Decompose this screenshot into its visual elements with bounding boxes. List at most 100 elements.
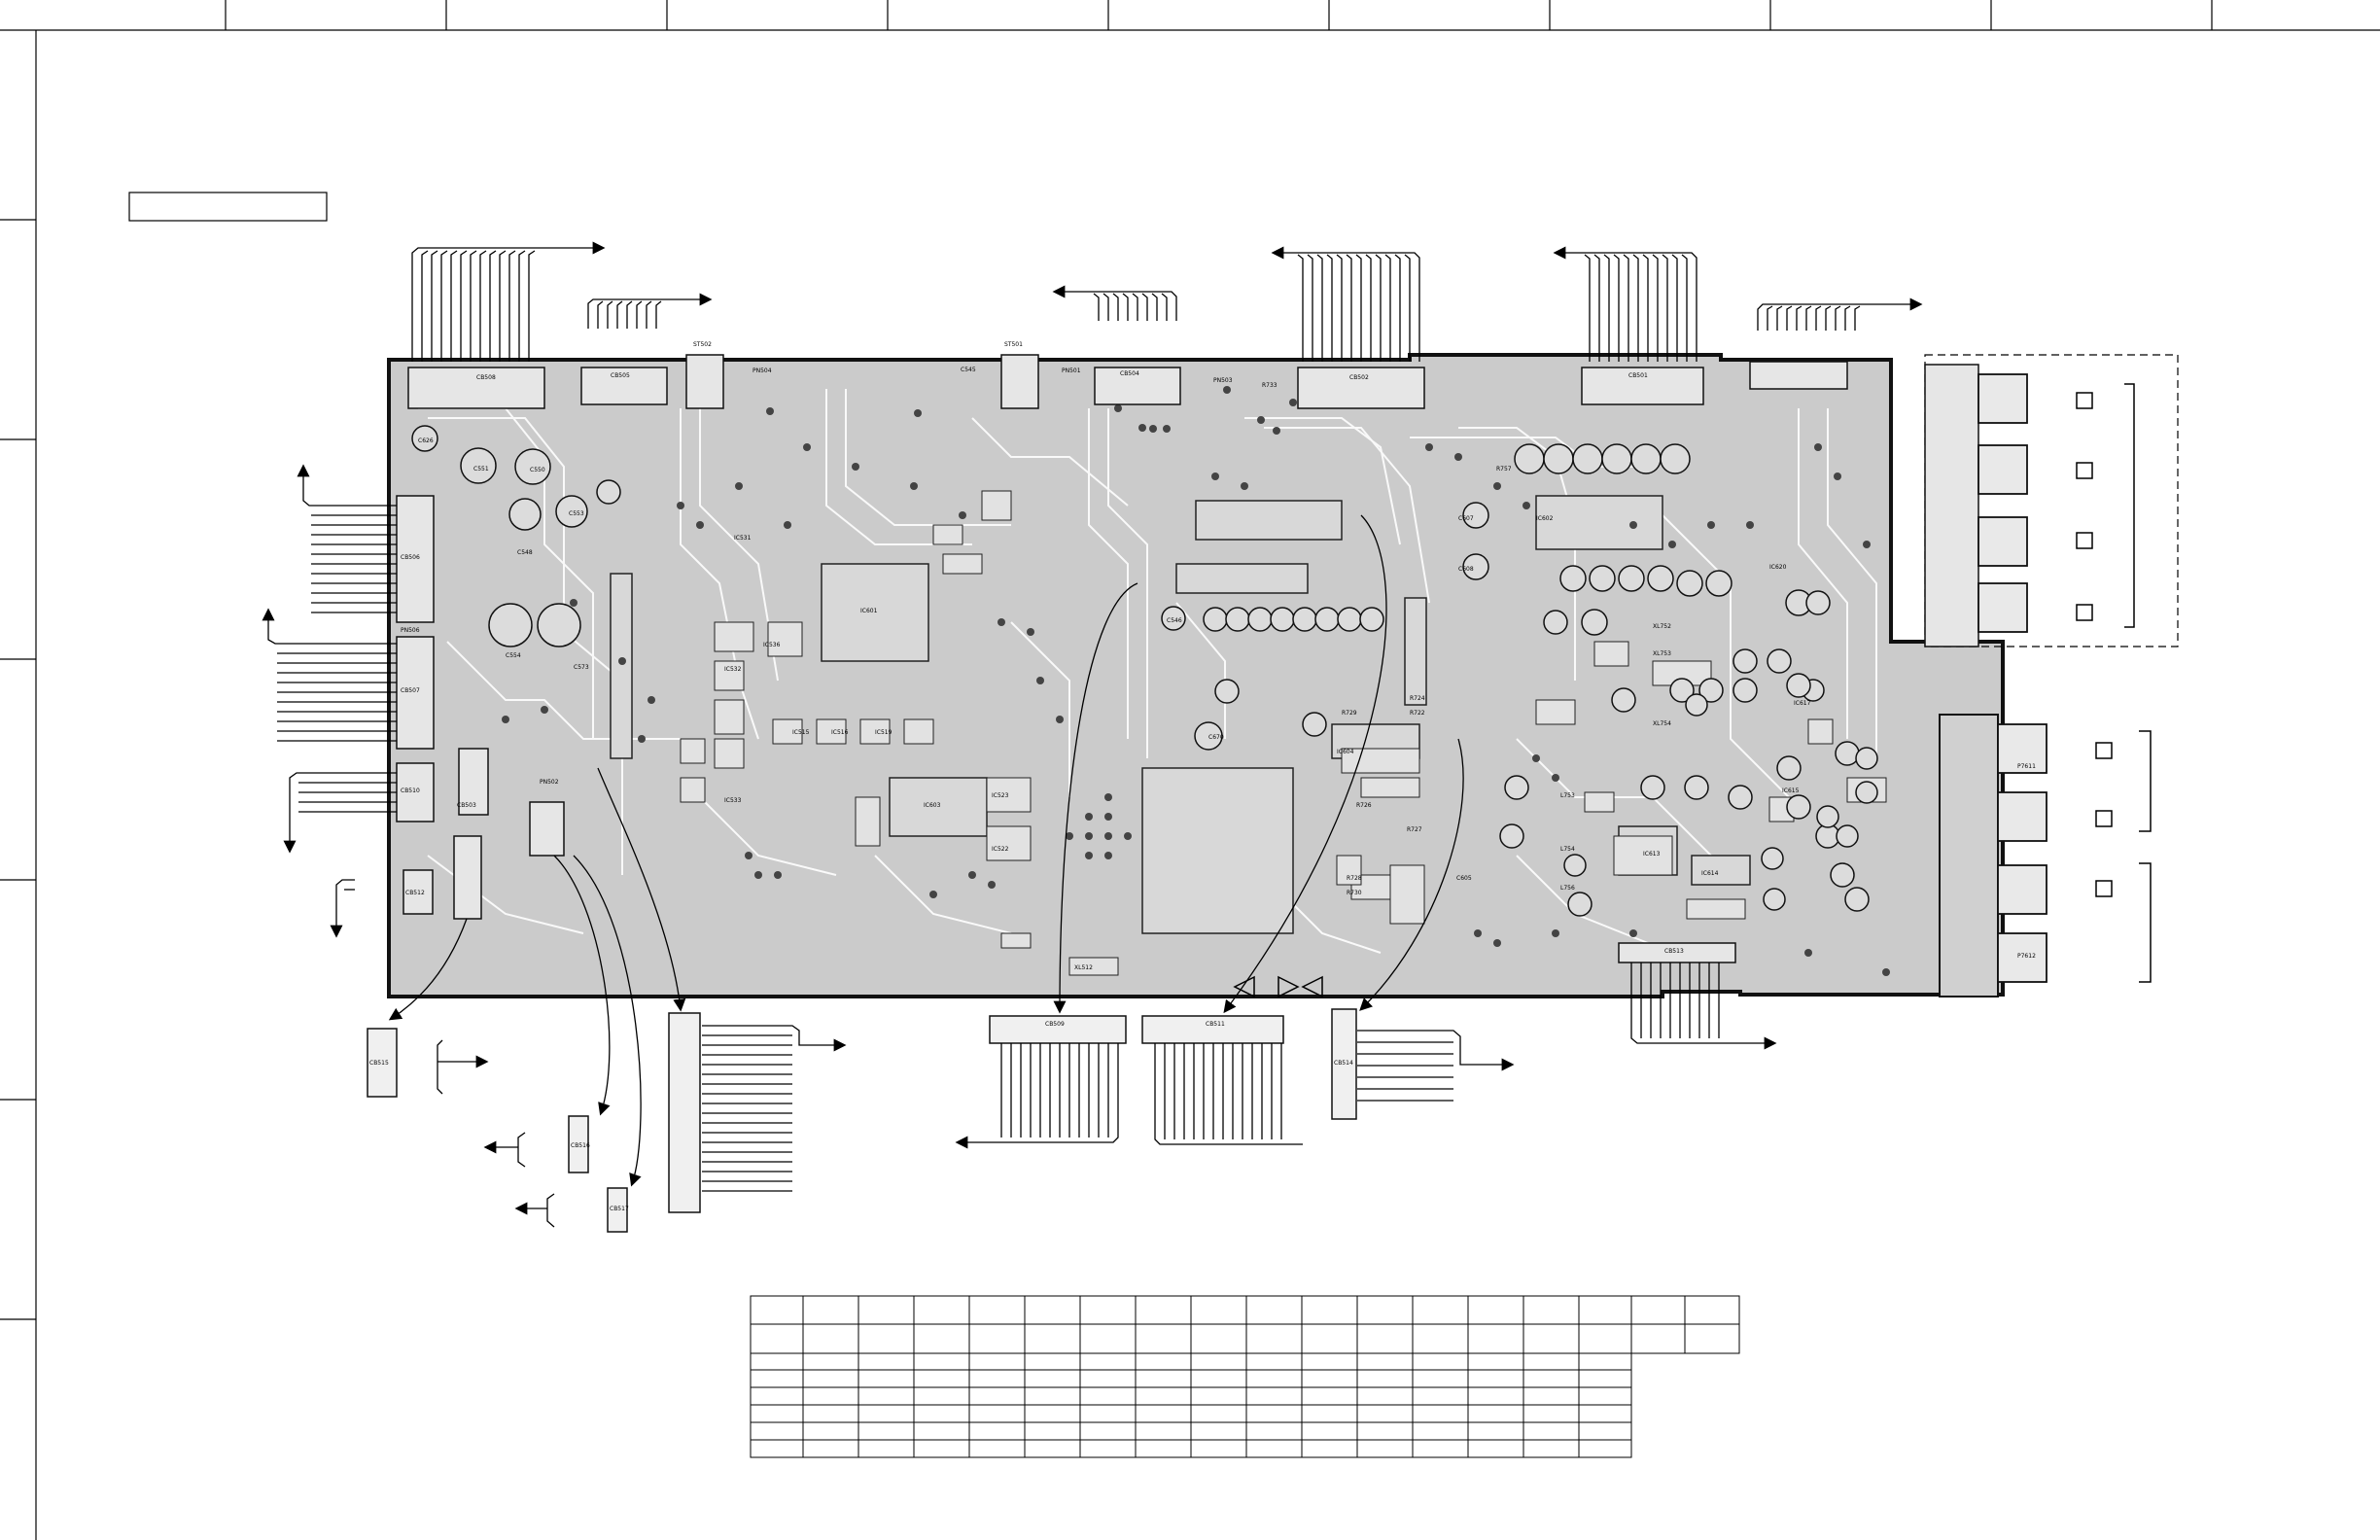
label-c545: C545 (961, 367, 976, 373)
label-c548: C548 (517, 549, 533, 556)
label-cb515: CB515 (369, 1060, 389, 1067)
label-c607: C607 (1458, 515, 1474, 522)
label-ic516: IC516 (831, 729, 849, 736)
label-c626: C626 (418, 438, 434, 444)
cb509 (989, 1015, 1127, 1044)
rca-panel (1939, 714, 1999, 998)
label-r722: R722 (1410, 710, 1425, 717)
label-cb517: CB517 (610, 1206, 629, 1212)
label-c608: C608 (1458, 566, 1474, 573)
label-c550: C550 (530, 467, 545, 473)
cb502 (1297, 367, 1425, 409)
label-xl512: XL512 (1074, 964, 1093, 971)
cb509-board (1618, 942, 1736, 963)
label-ic604: IC604 (1337, 749, 1354, 755)
label-r727: R727 (1407, 826, 1422, 833)
ic602 (1141, 767, 1294, 934)
label-cb513: CB513 (1664, 948, 1684, 955)
ic-row-connector (1195, 500, 1343, 541)
cb505 (580, 367, 668, 405)
label-r728: R728 (1347, 875, 1362, 882)
label-cb506: CB506 (401, 554, 420, 561)
label-cb501: CB501 (1628, 372, 1648, 379)
small-components (680, 490, 1887, 976)
label-cb510: CB510 (401, 788, 420, 794)
ic603 (889, 777, 988, 837)
cb518 (568, 1115, 589, 1173)
cb510 (396, 762, 435, 822)
label-r733: R733 (1262, 382, 1278, 389)
label-ic613: IC613 (1643, 851, 1661, 858)
cb517 (607, 1187, 628, 1233)
cb514 (1331, 1008, 1357, 1120)
cb501 (1581, 367, 1704, 405)
label-c551: C551 (473, 466, 489, 472)
label-ic531: IC531 (734, 535, 752, 542)
st501 (1000, 354, 1039, 409)
label-cb511: CB511 (1206, 1021, 1225, 1028)
label-pn503: PN503 (1213, 377, 1233, 384)
label-cb502: CB502 (1349, 374, 1369, 381)
label-r726: R726 (1356, 802, 1372, 809)
label-c546: C546 (1167, 617, 1182, 624)
label-r757: R757 (1496, 466, 1512, 472)
label-cb505: CB505 (611, 372, 630, 379)
title-box (128, 192, 328, 222)
label-cb503: CB503 (457, 802, 476, 809)
cb-header-left (458, 748, 489, 816)
label-ic532: IC532 (724, 666, 742, 673)
cb512 (402, 869, 434, 915)
label-ic615: IC615 (1782, 788, 1800, 794)
label-p7612: P7612 (2017, 953, 2036, 960)
label-cb516: CB516 (571, 1142, 590, 1149)
label-r729: R729 (1342, 710, 1357, 717)
label-l753: L753 (1560, 792, 1575, 799)
label-cb508: CB508 (476, 374, 496, 381)
label-p7611: P7611 (2017, 763, 2036, 770)
label-r724: R724 (1410, 695, 1425, 702)
orientation-marks (1233, 975, 1323, 998)
label-pn501: PN501 (1062, 368, 1081, 374)
component-labels: CB508 CB505 ST502 PN504 ST501 PN501 CB50… (369, 341, 2036, 1212)
cb507 (396, 636, 435, 750)
cb503 (453, 835, 482, 920)
label-xl752: XL752 (1653, 623, 1671, 630)
label-ic614: IC614 (1701, 870, 1719, 877)
cb506 (396, 495, 435, 623)
via-pads (502, 377, 1890, 976)
ic606 (1691, 855, 1751, 886)
cb511 (1141, 1015, 1284, 1044)
label-ic522: IC522 (992, 846, 1009, 853)
label-c670: C670 (1208, 734, 1224, 741)
label-ic533: IC533 (724, 797, 742, 804)
label-l756: L756 (1560, 885, 1575, 892)
label-c605: C605 (1456, 875, 1472, 882)
label-cb509: CB509 (1045, 1021, 1065, 1028)
capacitors (411, 425, 1878, 917)
label-xl753: XL753 (1653, 650, 1671, 657)
ic601 (821, 563, 929, 662)
label-cb512: CB512 (405, 890, 425, 896)
label-pn502: PN502 (540, 779, 559, 786)
label-ic523: IC523 (992, 792, 1009, 799)
cb515 (367, 1028, 398, 1098)
label-r730: R730 (1347, 890, 1362, 896)
ic-left-strip (610, 573, 633, 759)
ic-u-right (1535, 495, 1663, 550)
label-cb514: CB514 (1334, 1060, 1353, 1067)
offboard-connectors (367, 1008, 1357, 1233)
label-ic603: IC603 (924, 802, 941, 809)
label-ic620: IC620 (1769, 564, 1787, 571)
label-pn506: PN506 (401, 627, 420, 634)
ic-row-connector-2 (1175, 563, 1309, 594)
label-cb507: CB507 (401, 687, 420, 694)
right-header (1924, 364, 1979, 648)
st502 (685, 354, 724, 409)
side-board-connectors (396, 495, 1736, 963)
cb508 (407, 367, 545, 409)
cb-small-down (529, 801, 565, 857)
ic-mid-strip (1404, 597, 1427, 706)
label-st502: ST502 (693, 341, 712, 348)
